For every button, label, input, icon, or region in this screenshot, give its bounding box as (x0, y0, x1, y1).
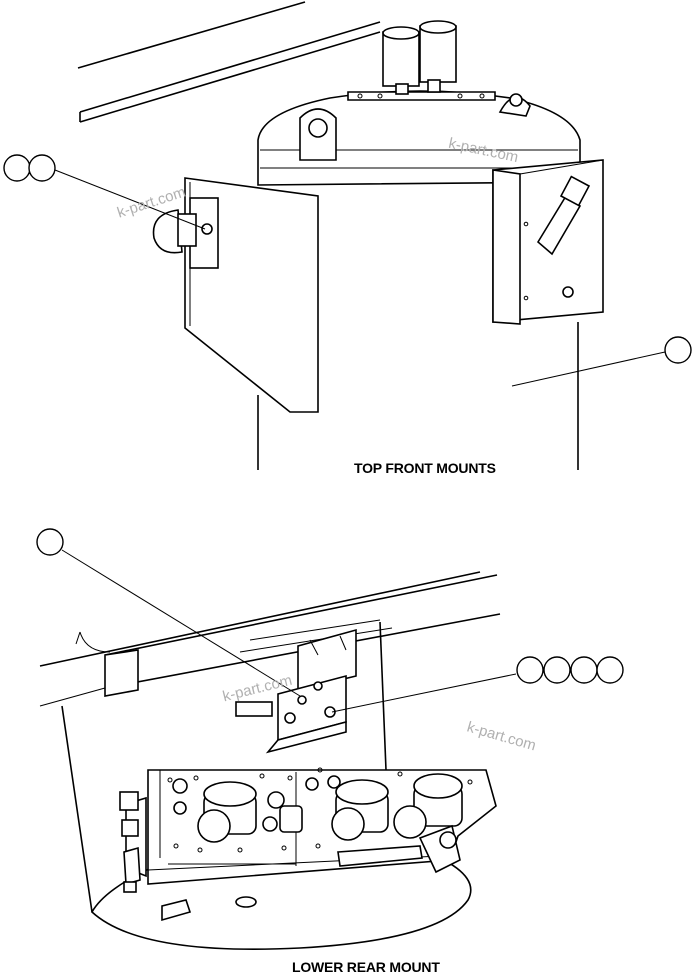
left-mount-bracket (152, 177, 319, 413)
lower-mount-bracket (235, 628, 357, 754)
callout-bubble (3, 154, 31, 182)
callout-bubble (516, 656, 544, 684)
top-solenoid-cylinders (382, 20, 457, 95)
top-front-mounts-illustration (3, 1, 692, 470)
top-callouts (3, 154, 692, 364)
frame-rails (77, 1, 381, 123)
callout-bubble (570, 656, 598, 684)
right-mount-bracket (492, 159, 604, 325)
callout-bubble (36, 528, 64, 556)
callout-bubble (664, 336, 692, 364)
lower-fittings (337, 824, 461, 874)
lower-rear-mount-caption: LOWER REAR MOUNT (292, 959, 440, 975)
tank-dome (257, 90, 581, 186)
callout-bubble (28, 154, 56, 182)
lower-leader-lines (61, 549, 517, 713)
lower-solenoid-cylinders (172, 773, 463, 843)
lifting-eyes (299, 93, 531, 161)
lower-rear-mount-illustration (36, 528, 624, 951)
valve-block-bolts (167, 767, 473, 853)
callout-bubble (543, 656, 571, 684)
top-leader-lines (54, 169, 666, 387)
lower-support-legs (61, 621, 387, 913)
top-front-mounts-caption: TOP FRONT MOUNTS (354, 460, 496, 476)
support-rods (257, 322, 579, 470)
callout-bubble (596, 656, 624, 684)
lower-callouts (36, 528, 624, 684)
